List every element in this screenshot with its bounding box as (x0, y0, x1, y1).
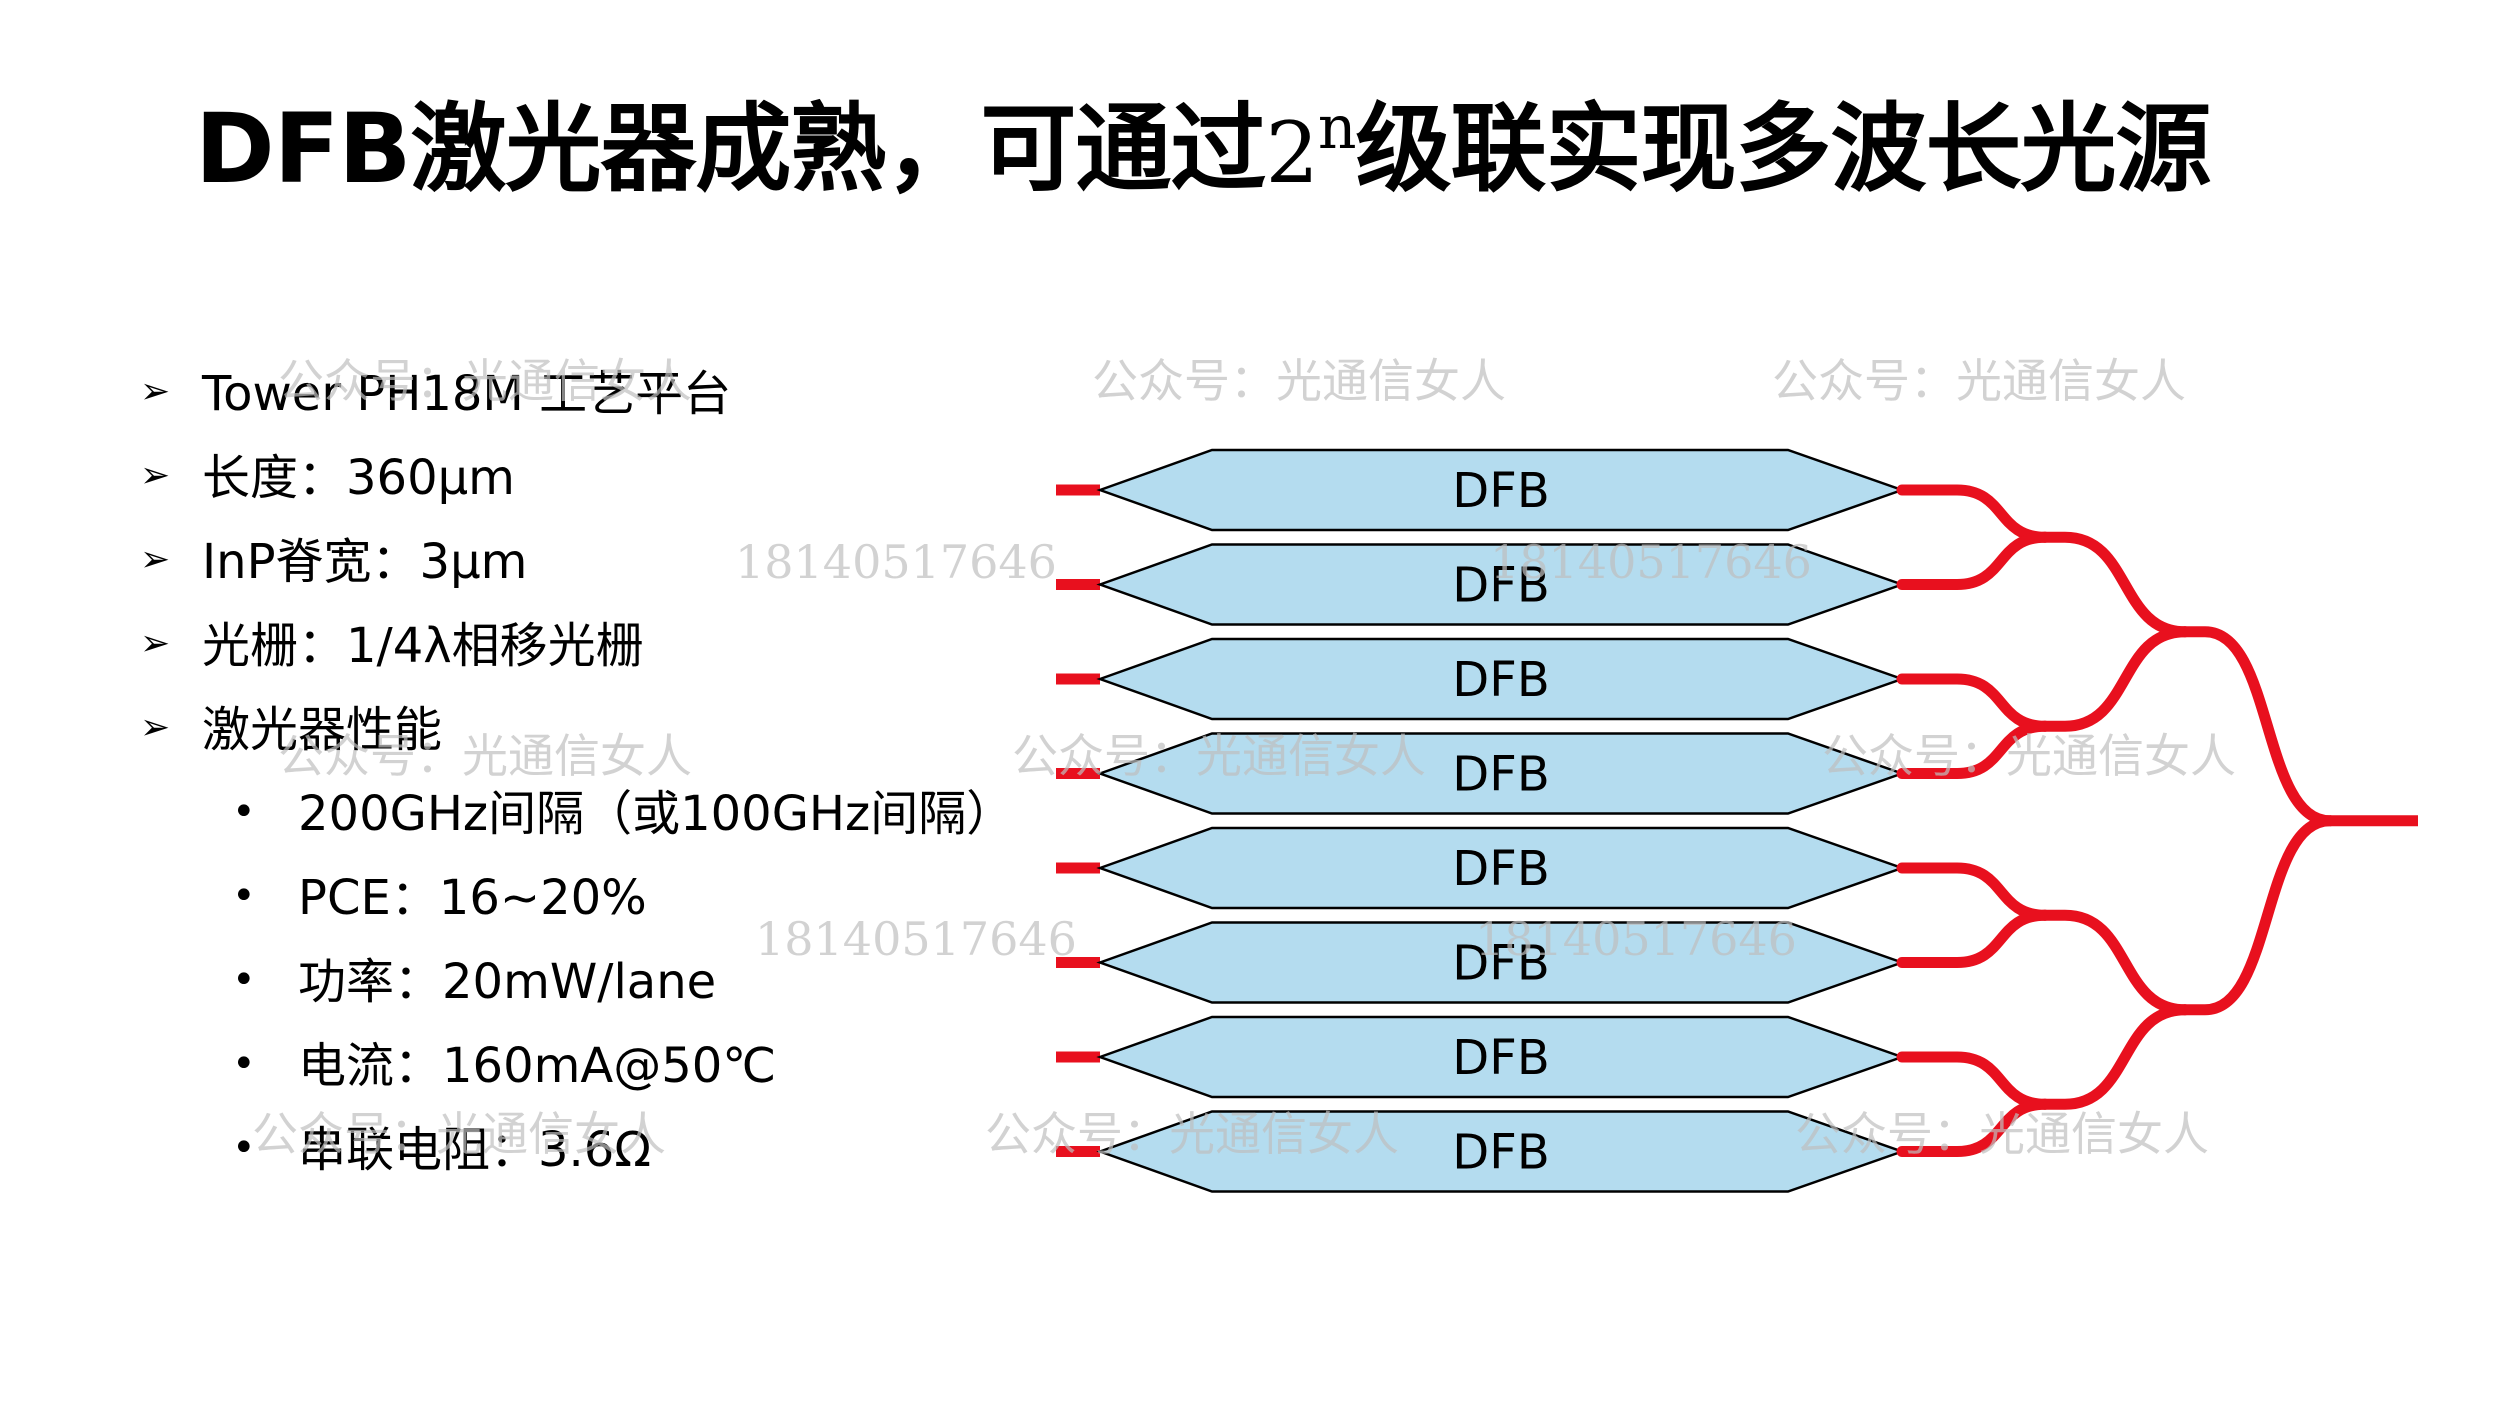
bullet-text: 光栅：1/4λ相移光栅 (202, 618, 644, 674)
dot-bullet-icon: • (232, 1125, 256, 1171)
y-junction-branch (1896, 1098, 2051, 1157)
bullet-text: 电流：160mA@50℃ (298, 1038, 777, 1094)
y-junction-branch (1896, 720, 2051, 779)
bullet-text: Tower PH18M 工艺平台 (202, 366, 732, 422)
bullet-text: 串联电阻：3.6Ω (298, 1122, 652, 1178)
bullet-text: 功率：20mW/lane (298, 954, 717, 1010)
y-junction-branch (2039, 909, 2191, 1016)
dfb-label: DFB (1452, 747, 1550, 803)
watermark-phone: 18140517646 (1490, 535, 1812, 589)
y-junction-branch (2179, 815, 2336, 1016)
watermark-account: 公众号：光通信女人 (278, 354, 692, 408)
watermark-phone: 18140517646 (1475, 912, 1797, 966)
bullet-text: 激光器性能 (202, 702, 443, 758)
y-junction-branch (1896, 531, 2051, 590)
dot-bullet-icon: • (232, 873, 256, 919)
dfb-label: DFB (1452, 463, 1550, 519)
arrow-bullet-icon: ➢ (140, 623, 171, 664)
page-title: DFB激光器成熟，可通过2n级联实现多波长光源 (195, 93, 2212, 205)
dot-bullet-icon: • (232, 789, 256, 835)
watermark-account: 公众号：光通信女人 (1822, 729, 2236, 783)
y-junction-branch (1896, 484, 2051, 543)
dfb-label: DFB (1452, 841, 1550, 897)
dfb-label: DFB (1452, 936, 1550, 992)
arrow-bullet-icon: ➢ (140, 371, 171, 412)
dfb-label: DFB (1452, 652, 1550, 708)
dfb-label: DFB (1452, 1030, 1550, 1086)
watermark-account: 公众号：光通信女人 (278, 729, 692, 783)
bullet-text: PCE：16~20% (298, 870, 647, 926)
bullet-text: 200GHz间隔（或100GHz间隔） (298, 786, 1015, 842)
arrow-bullet-icon: ➢ (140, 539, 171, 580)
dot-bullet-icon: • (232, 957, 256, 1003)
y-junction-branch (1896, 909, 2051, 968)
dot-bullet-icon: • (232, 1041, 256, 1087)
watermark-account: 公众号：光通信女人 (985, 1107, 1399, 1161)
bullet-text: InP脊宽：3μm (202, 534, 528, 590)
y-junction-branch (2179, 626, 2336, 827)
watermark-phone: 18140517646 (755, 912, 1077, 966)
laser-array: DFB DFB DFB DFB DFB DFB DFB DFB (1056, 448, 1906, 1193)
y-junction-branch (1896, 862, 2051, 921)
watermark-account: 公众号：光通信女人 (1092, 354, 1506, 408)
title-power-term: 2n (1265, 93, 1356, 202)
arrow-bullet-icon: ➢ (140, 707, 171, 748)
arrow-bullet-icon: ➢ (140, 455, 171, 496)
watermark-phone: 18140517646 (735, 535, 1057, 589)
bullet-text: 长度：360μm (202, 450, 515, 506)
watermark-account: 公众号：光通信女人 (252, 1107, 666, 1161)
combiner-tree (1896, 484, 2418, 1157)
y-junction-branch (2039, 1004, 2191, 1110)
watermark-account: 公众号：光通信女人 (1772, 354, 2186, 408)
y-junction-branch (2039, 531, 2191, 638)
y-junction-branch (2039, 626, 2191, 732)
dfb-label: DFB (1452, 558, 1550, 614)
dfb-label: DFB (1452, 1125, 1550, 1181)
watermark-account: 公众号：光通信女人 (1012, 729, 1426, 783)
watermark-account: 公众号：光通信女人 (1795, 1107, 2209, 1161)
